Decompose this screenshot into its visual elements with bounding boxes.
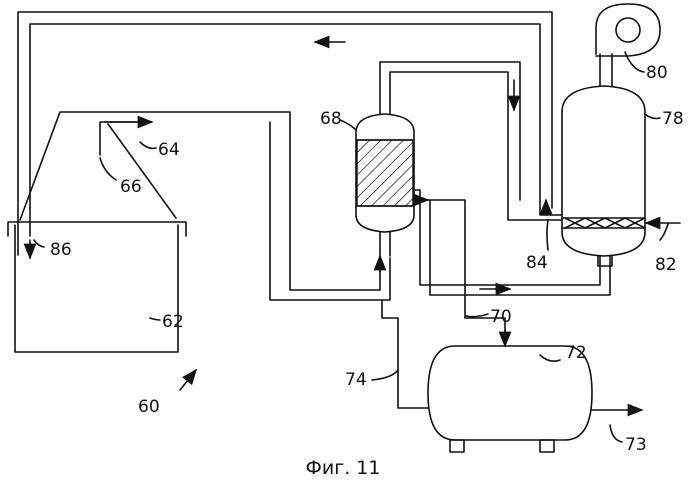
blower-80 (596, 4, 660, 56)
lines-70-74 (382, 200, 505, 408)
label-64: 64 (158, 140, 180, 160)
figure-caption: Фиг. 11 (306, 457, 381, 479)
label-73: 73 (625, 435, 647, 455)
label-72: 72 (565, 343, 587, 363)
label-86: 86 (50, 240, 72, 260)
column-68 (356, 62, 562, 256)
label-78: 78 (662, 109, 684, 129)
label-66: 66 (120, 177, 142, 197)
label-82: 82 (655, 255, 677, 275)
label-62: 62 (162, 312, 184, 332)
bottom-duct (414, 190, 610, 295)
label-74: 74 (345, 370, 367, 390)
label-84: 84 (526, 253, 548, 273)
receiver-72 (428, 346, 642, 452)
separator-78 (546, 54, 680, 266)
label-70: 70 (490, 307, 512, 327)
label-68: 68 (320, 109, 342, 129)
label-60: 60 (138, 397, 160, 417)
label-80: 80 (646, 63, 668, 83)
hood-64 (20, 112, 390, 300)
